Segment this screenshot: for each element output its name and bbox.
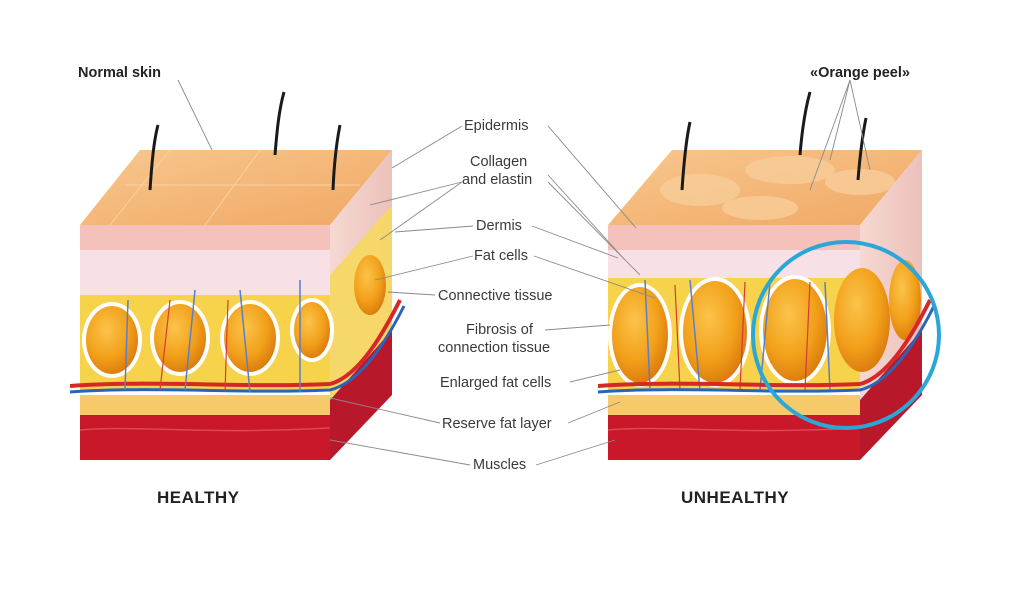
healthy-skin-surface xyxy=(80,150,392,225)
label-fat-cells: Fat cells xyxy=(474,248,528,264)
label-muscles: Muscles xyxy=(473,457,526,473)
unhealthy-dermis-layer xyxy=(608,250,860,278)
healthy-hair-3 xyxy=(331,124,342,191)
zoom-highlight-circle xyxy=(751,240,941,430)
healthy-hair-1 xyxy=(148,124,160,191)
label-reserve-fat-layer: Reserve fat layer xyxy=(442,416,552,432)
label-collagen-line1: Collagen xyxy=(470,154,527,170)
label-enlarged-fat-cells: Enlarged fat cells xyxy=(440,375,551,391)
unhealthy-muscle-layer xyxy=(608,415,860,460)
normal-skin-title: Normal skin xyxy=(78,65,161,81)
healthy-artery xyxy=(69,299,402,388)
healthy-reserve-fat-layer xyxy=(80,395,330,415)
unhealthy-caption: UNHEALTHY xyxy=(681,488,789,507)
healthy-skin-block xyxy=(69,91,406,460)
label-fibrosis-line2: connection tissue xyxy=(438,340,550,356)
healthy-dermis-layer xyxy=(80,250,330,295)
unhealthy-skin-surface xyxy=(608,150,922,225)
unhealthy-artery xyxy=(597,299,932,388)
orange-peel-title: «Orange peel» xyxy=(810,65,910,81)
unhealthy-vein xyxy=(597,305,936,394)
unhealthy-hair-3 xyxy=(856,117,868,181)
label-collagen-line2: and elastin xyxy=(462,172,532,188)
healthy-caption: HEALTHY xyxy=(157,488,240,507)
label-dermis: Dermis xyxy=(476,218,522,234)
label-connective-tissue: Connective tissue xyxy=(438,288,552,304)
healthy-fat-cells xyxy=(82,255,386,378)
leader-lines xyxy=(177,79,871,466)
unhealthy-reserve-fat-layer xyxy=(608,395,860,415)
label-epidermis: Epidermis xyxy=(464,118,528,134)
unhealthy-skin-block xyxy=(597,91,941,460)
label-fibrosis-line1: Fibrosis of xyxy=(466,322,534,338)
unhealthy-hair-1 xyxy=(680,121,692,191)
healthy-muscle-layer xyxy=(80,415,330,460)
healthy-hair-2 xyxy=(273,91,286,156)
healthy-vein xyxy=(69,305,406,394)
healthy-epidermis-layer xyxy=(80,225,330,250)
unhealthy-hair-2 xyxy=(798,91,812,156)
